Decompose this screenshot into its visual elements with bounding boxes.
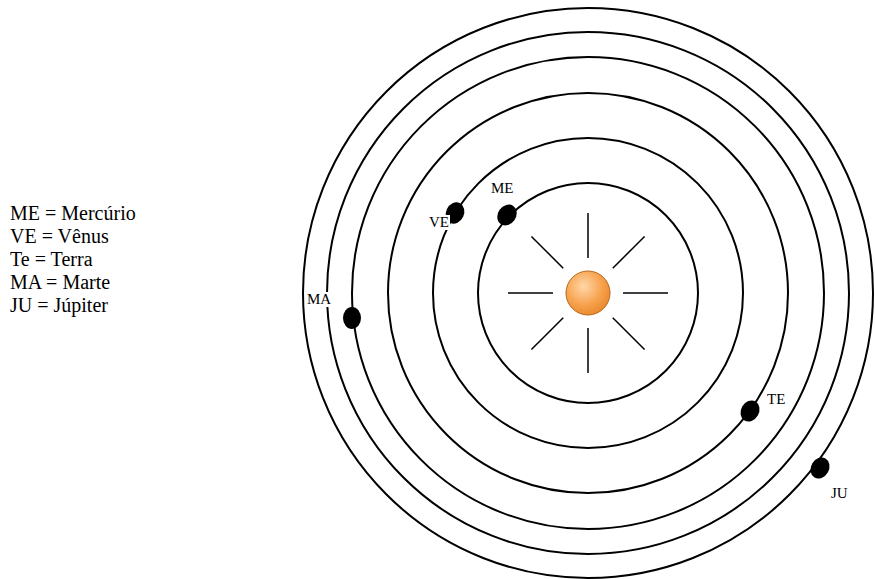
planet-label: TE <box>766 392 786 407</box>
legend-line: VE = Vênus <box>10 226 109 246</box>
planet-label: JU <box>830 486 849 501</box>
planet-label: ME <box>490 181 515 196</box>
orbits <box>303 8 873 578</box>
planets <box>343 199 833 482</box>
legend-line: Te = Terra <box>10 249 93 269</box>
sun-rays <box>508 213 668 373</box>
planet-label: VE <box>428 215 450 230</box>
sun-ray <box>587 328 589 373</box>
legend-line: MA = Marte <box>10 272 110 292</box>
sun-ray <box>613 236 645 268</box>
sun-ray <box>531 236 563 268</box>
sun-ray <box>531 318 563 350</box>
sun-ray <box>508 292 553 294</box>
sun-ray <box>613 318 645 350</box>
planet-label: MA <box>306 292 332 307</box>
sun <box>566 271 610 315</box>
legend-line: JU = Júpiter <box>10 295 108 315</box>
legend-line: ME = Mercúrio <box>10 203 136 223</box>
sun-ray <box>623 292 668 294</box>
sun-ray <box>587 213 589 258</box>
